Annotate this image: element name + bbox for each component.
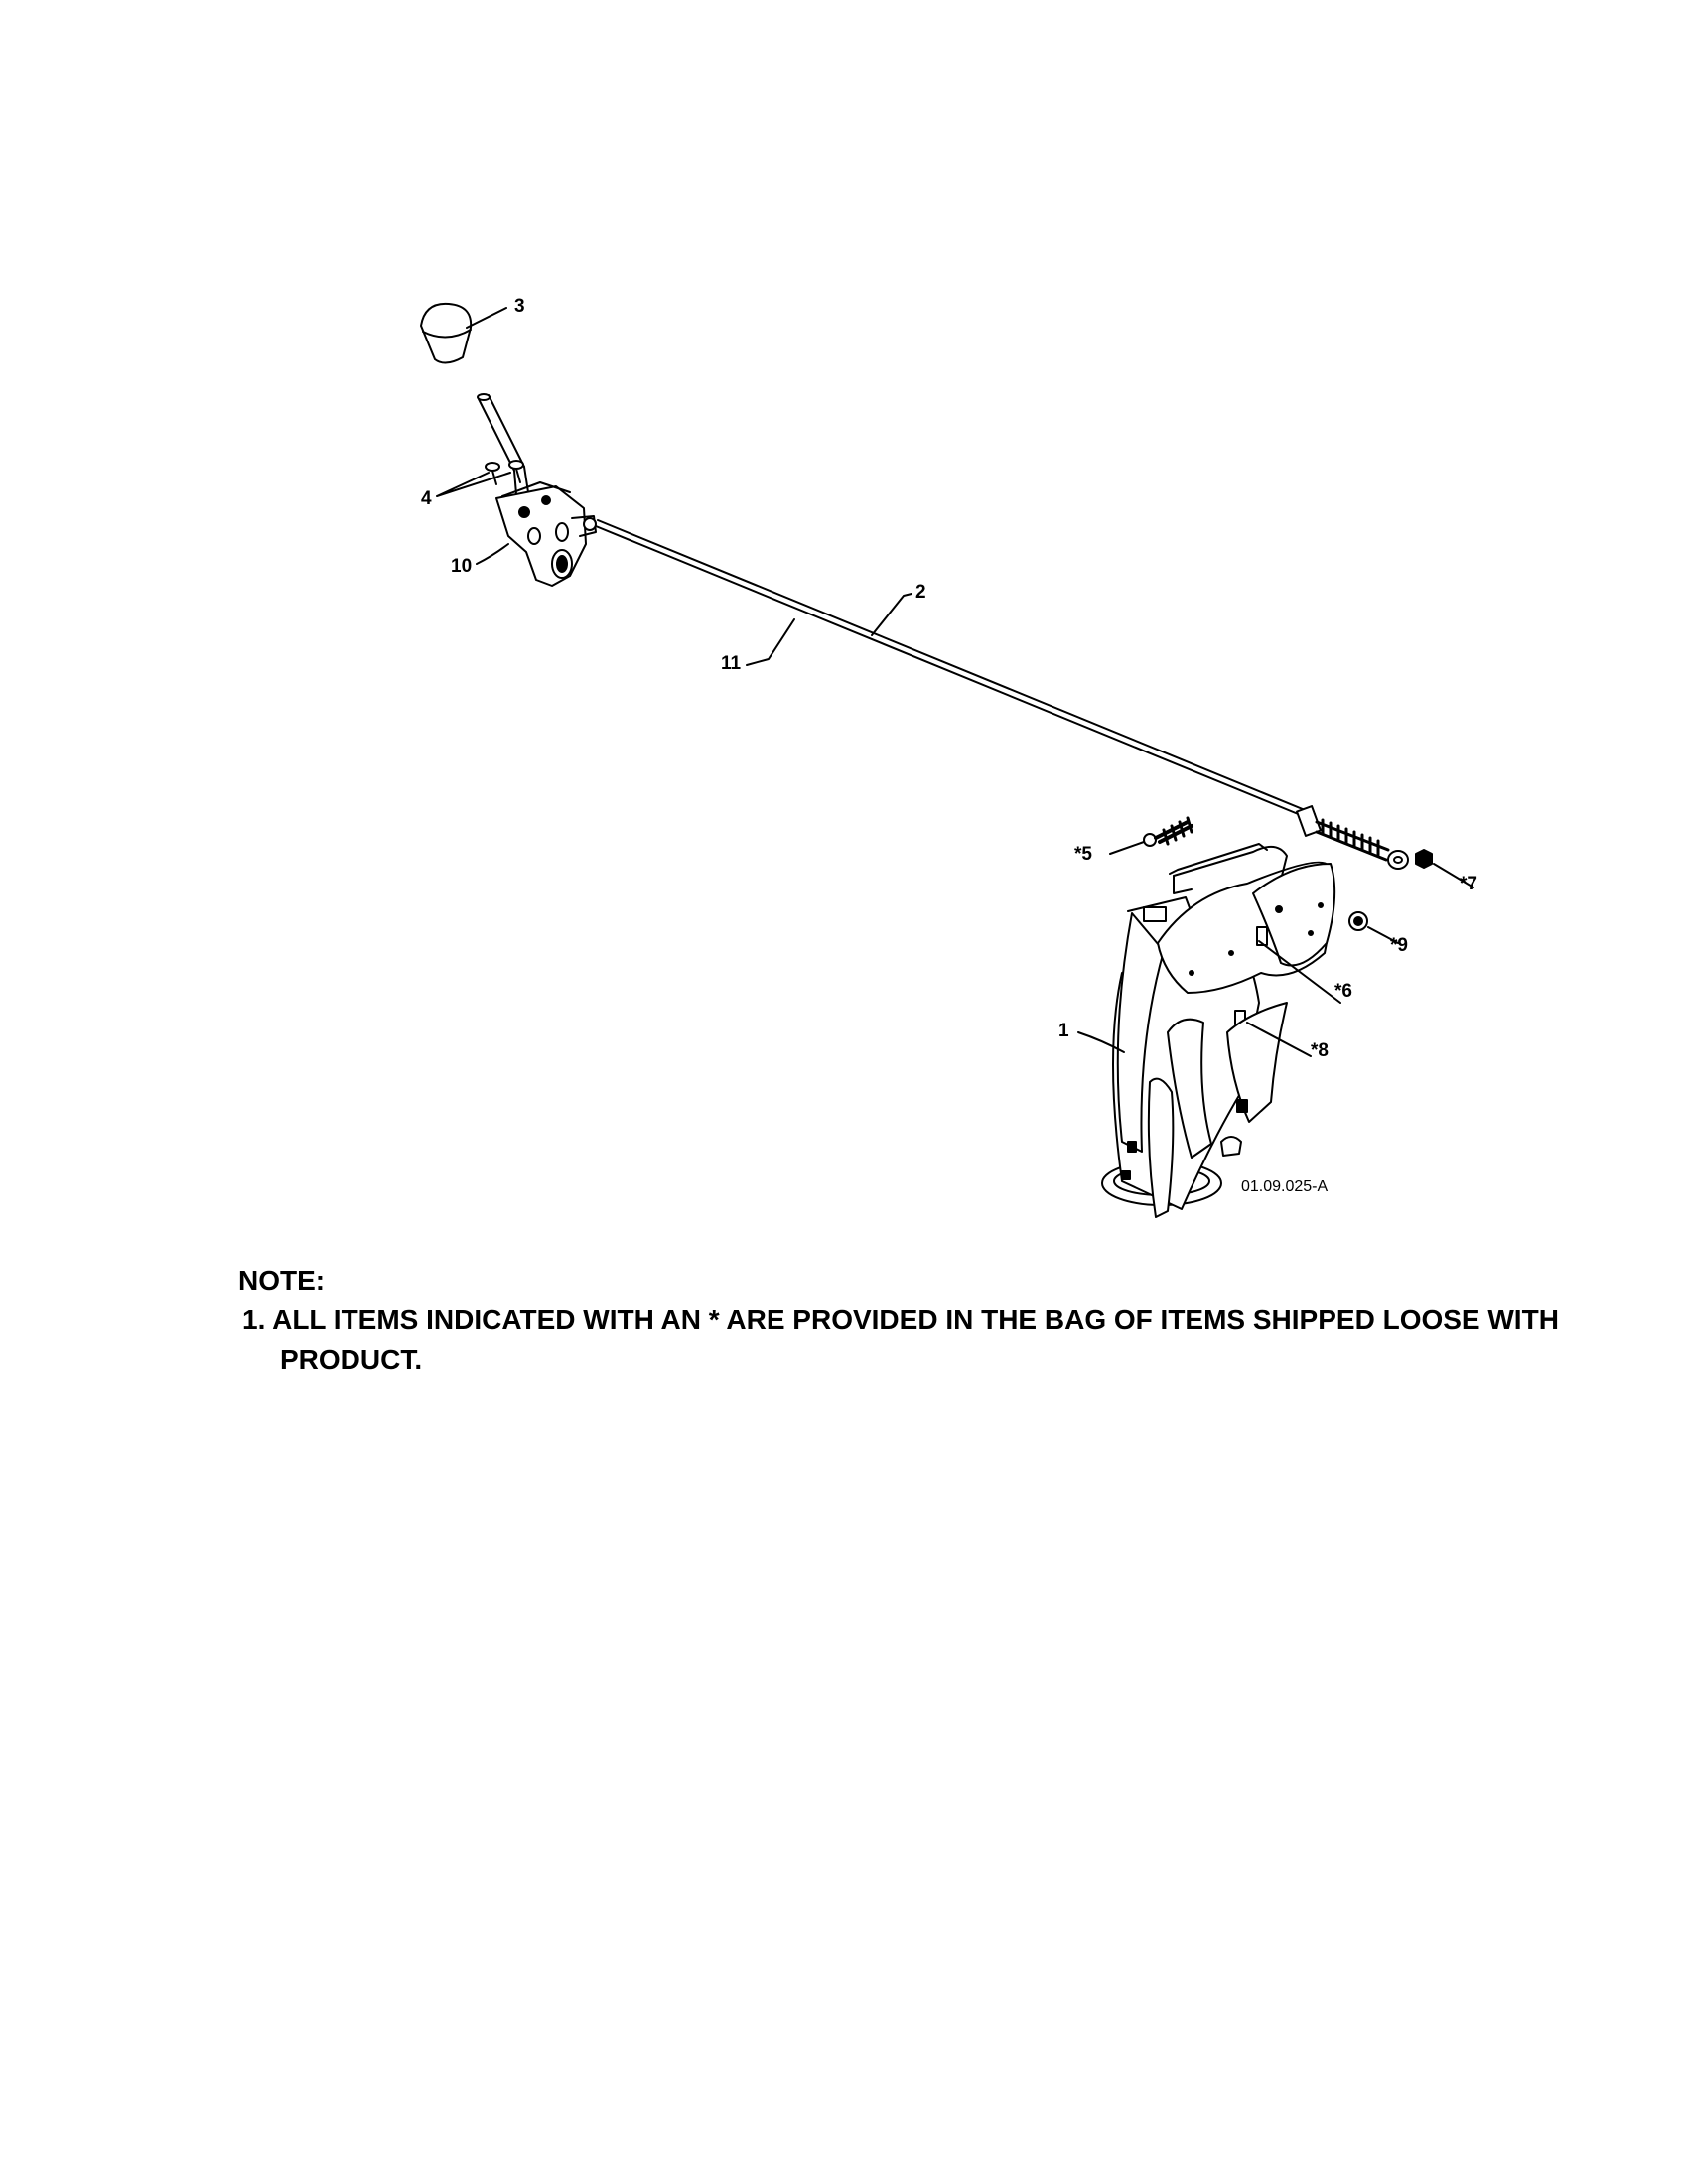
note-item-1-continued: PRODUCT. [280,1344,423,1375]
callout-5: *5 [1074,844,1092,865]
nut-part [1415,849,1433,869]
callout-8: *8 [1311,1040,1329,1061]
callout-7: *7 [1460,874,1477,894]
callout-9: *9 [1390,935,1408,956]
leader-2 [871,593,912,636]
chute-part [1101,843,1336,1218]
screws-part [485,460,524,485]
leader-4 [436,472,511,497]
callout-4: 4 [421,488,432,509]
leader-8 [1246,1022,1312,1057]
washer-part [1348,911,1368,931]
bracket-part [495,481,597,587]
notes-section: NOTE: 1. ALL ITEMS INDICATED WITH AN * A… [238,1261,1628,1380]
leader-9 [1367,926,1399,944]
cable-end-part [1296,805,1409,870]
leader-1 [1077,1031,1125,1053]
callout-6: *6 [1334,981,1352,1002]
knob-part [420,302,473,364]
leader-6 [1258,940,1341,1004]
spring-part [1143,816,1193,847]
leader-10 [476,543,509,565]
callout-11: 11 [721,653,742,674]
leader-11 [746,618,795,666]
parts-diagram: 3 4 10 2 11 *5 *7 *9 *6 1 *8 01.09.025-A [420,296,1477,1218]
note-heading: NOTE: [238,1265,326,1296]
leader-3 [466,307,507,329]
cable-part [595,519,1316,821]
shift-lever-part [477,393,529,495]
leader-7 [1433,863,1474,888]
callout-2: 2 [915,582,926,603]
callout-10: 10 [451,556,472,577]
callout-1: 1 [1058,1021,1069,1041]
callout-3: 3 [514,296,525,317]
note-item-1: 1. ALL ITEMS INDICATED WITH AN * ARE PRO… [242,1304,1559,1335]
leader-5 [1109,841,1145,855]
drawing-reference: 01.09.025-A [1241,1178,1329,1195]
